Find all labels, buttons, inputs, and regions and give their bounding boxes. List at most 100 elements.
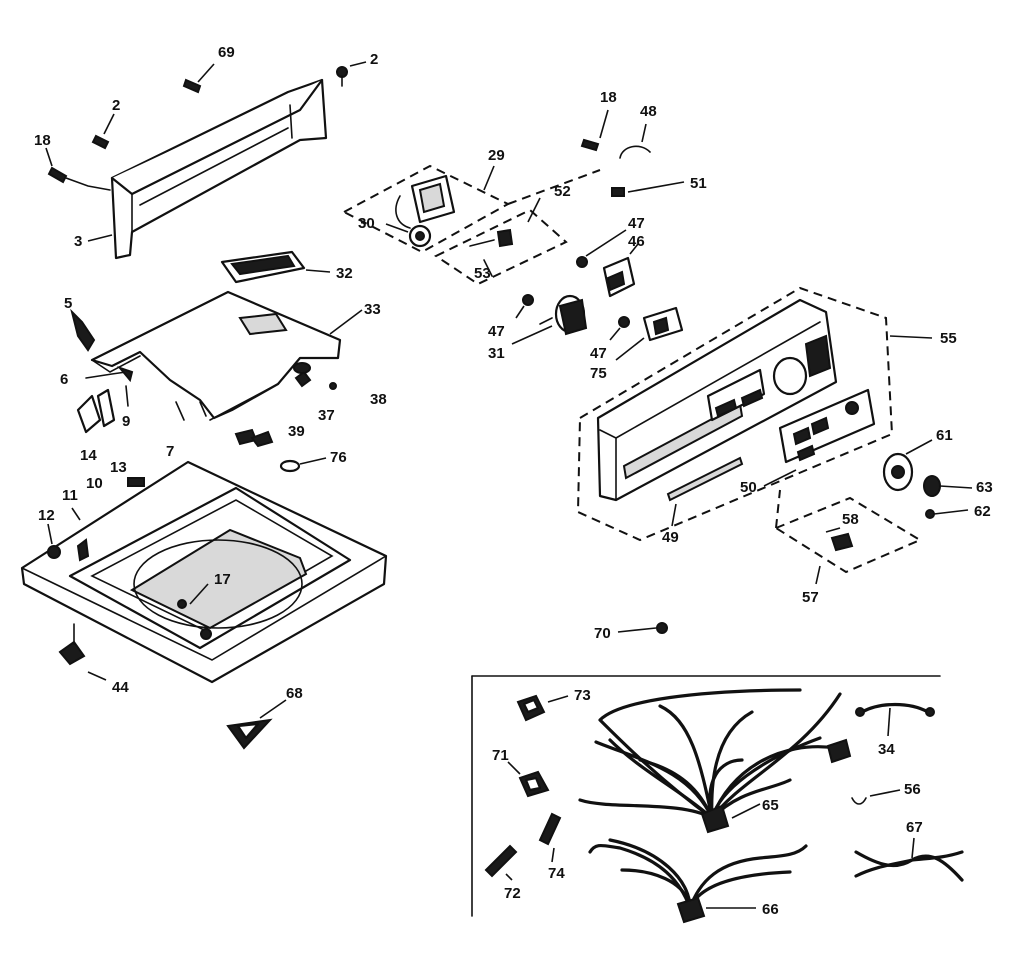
part-2-screw-left xyxy=(91,113,115,150)
callout-18: 18 xyxy=(600,89,617,106)
part-44-hinge-bracket xyxy=(58,623,107,681)
part-51-screw xyxy=(611,181,685,197)
part-32-lid-switch-cover xyxy=(220,250,331,284)
part-30-knob xyxy=(385,223,432,248)
callout-31: 31 xyxy=(488,345,505,362)
callout-2: 2 xyxy=(370,51,378,68)
callout-14: 14 xyxy=(80,447,97,464)
callout-37: 37 xyxy=(318,407,335,424)
part-69-screw xyxy=(182,63,215,94)
callout-17: 17 xyxy=(214,571,231,588)
clips-under-plate xyxy=(234,428,274,448)
part-31-selector-switch xyxy=(511,294,588,345)
callout-67: 67 xyxy=(906,819,923,836)
part-34-jumper-wire xyxy=(855,702,935,737)
callout-11: 11 xyxy=(62,487,78,504)
part-75-switch xyxy=(615,306,684,361)
callout-74: 74 xyxy=(548,865,565,882)
callout-50: 50 xyxy=(740,479,757,496)
callout-47: 47 xyxy=(590,345,607,362)
callout-18: 18 xyxy=(34,132,51,149)
part-57-control-board-group xyxy=(773,489,923,585)
callout-38: 38 xyxy=(370,391,387,408)
part-47-screw-c xyxy=(609,316,630,341)
callout-65: 65 xyxy=(762,797,779,814)
callout-73: 73 xyxy=(574,687,591,704)
callout-30: 30 xyxy=(358,215,375,232)
part-2-screw-top xyxy=(336,61,367,87)
part-65-wiring-harness xyxy=(578,688,852,834)
callout-66: 66 xyxy=(762,901,779,918)
part-9-clip xyxy=(125,385,129,407)
wiring-parts-box xyxy=(471,675,941,917)
callout-2: 2 xyxy=(112,97,120,114)
part-38-screw xyxy=(329,382,337,390)
part-56-wire-clip xyxy=(851,789,901,805)
part-13-link xyxy=(96,388,116,428)
part-72-wire-nut xyxy=(484,844,518,881)
callout-32: 32 xyxy=(336,265,353,282)
part-62-screw xyxy=(925,509,969,519)
part-76-clip xyxy=(279,457,327,473)
callout-9: 9 xyxy=(122,413,130,430)
part-55-console-group xyxy=(576,286,933,542)
callout-57: 57 xyxy=(802,589,819,606)
part-55-console-panel xyxy=(596,298,876,502)
part-73-connector xyxy=(516,694,569,722)
callout-61: 61 xyxy=(936,427,953,444)
part-3-rear-panel xyxy=(110,78,328,260)
callout-63: 63 xyxy=(976,479,993,496)
part-49-trim-strip xyxy=(666,456,744,527)
part-7-bracket xyxy=(175,401,207,421)
callout-47: 47 xyxy=(488,323,505,340)
callout-70: 70 xyxy=(594,625,611,642)
callout-52: 52 xyxy=(554,183,571,200)
callout-62: 62 xyxy=(974,503,991,520)
callout-58: 58 xyxy=(842,511,859,528)
callout-71: 71 xyxy=(492,747,509,764)
callout-3: 3 xyxy=(74,233,82,250)
part-33-console-mount-plate xyxy=(90,290,363,421)
callout-76: 76 xyxy=(330,449,347,466)
callout-33: 33 xyxy=(364,301,381,318)
part-66-wiring-harness xyxy=(588,838,808,924)
part-6-spring xyxy=(85,365,134,383)
callout-51: 51 xyxy=(690,175,707,192)
part-52-switch-group xyxy=(433,169,601,286)
callout-labels: 69 2 2 18 3 32 33 5 6 9 37 38 39 7 14 13… xyxy=(34,44,993,918)
callout-34: 34 xyxy=(878,741,895,758)
part-39-grommet xyxy=(294,370,312,388)
part-37-plug xyxy=(293,362,311,374)
part-18-screw-center xyxy=(580,109,609,152)
part-47-screw-b xyxy=(515,294,534,319)
callout-48: 48 xyxy=(640,103,657,120)
part-53-spring xyxy=(483,259,493,277)
callout-12: 12 xyxy=(38,507,55,524)
callout-75: 75 xyxy=(590,365,607,382)
callout-49: 49 xyxy=(662,529,679,546)
callout-44: 44 xyxy=(112,679,129,696)
part-18-screw-left xyxy=(45,147,111,191)
part-58-clip xyxy=(825,527,854,552)
part-61-knob xyxy=(882,439,933,492)
callout-13: 13 xyxy=(110,459,127,476)
part-63-knob-cap xyxy=(923,475,973,497)
part-10-screw xyxy=(127,477,145,487)
part-46-switch xyxy=(602,243,639,298)
callout-47: 47 xyxy=(628,215,645,232)
part-47-screw-a xyxy=(576,229,627,268)
part-74-terminal xyxy=(538,812,562,863)
callout-6: 6 xyxy=(60,371,68,388)
callout-39: 39 xyxy=(288,423,305,440)
callout-29: 29 xyxy=(488,147,505,164)
callout-69: 69 xyxy=(218,44,235,61)
callout-55: 55 xyxy=(940,330,957,347)
callout-53: 53 xyxy=(474,265,491,282)
part-50-lens xyxy=(763,469,797,487)
callout-68: 68 xyxy=(286,685,303,702)
callout-72: 72 xyxy=(504,885,521,902)
part-5-latch xyxy=(70,308,96,352)
callout-7: 7 xyxy=(166,443,174,460)
